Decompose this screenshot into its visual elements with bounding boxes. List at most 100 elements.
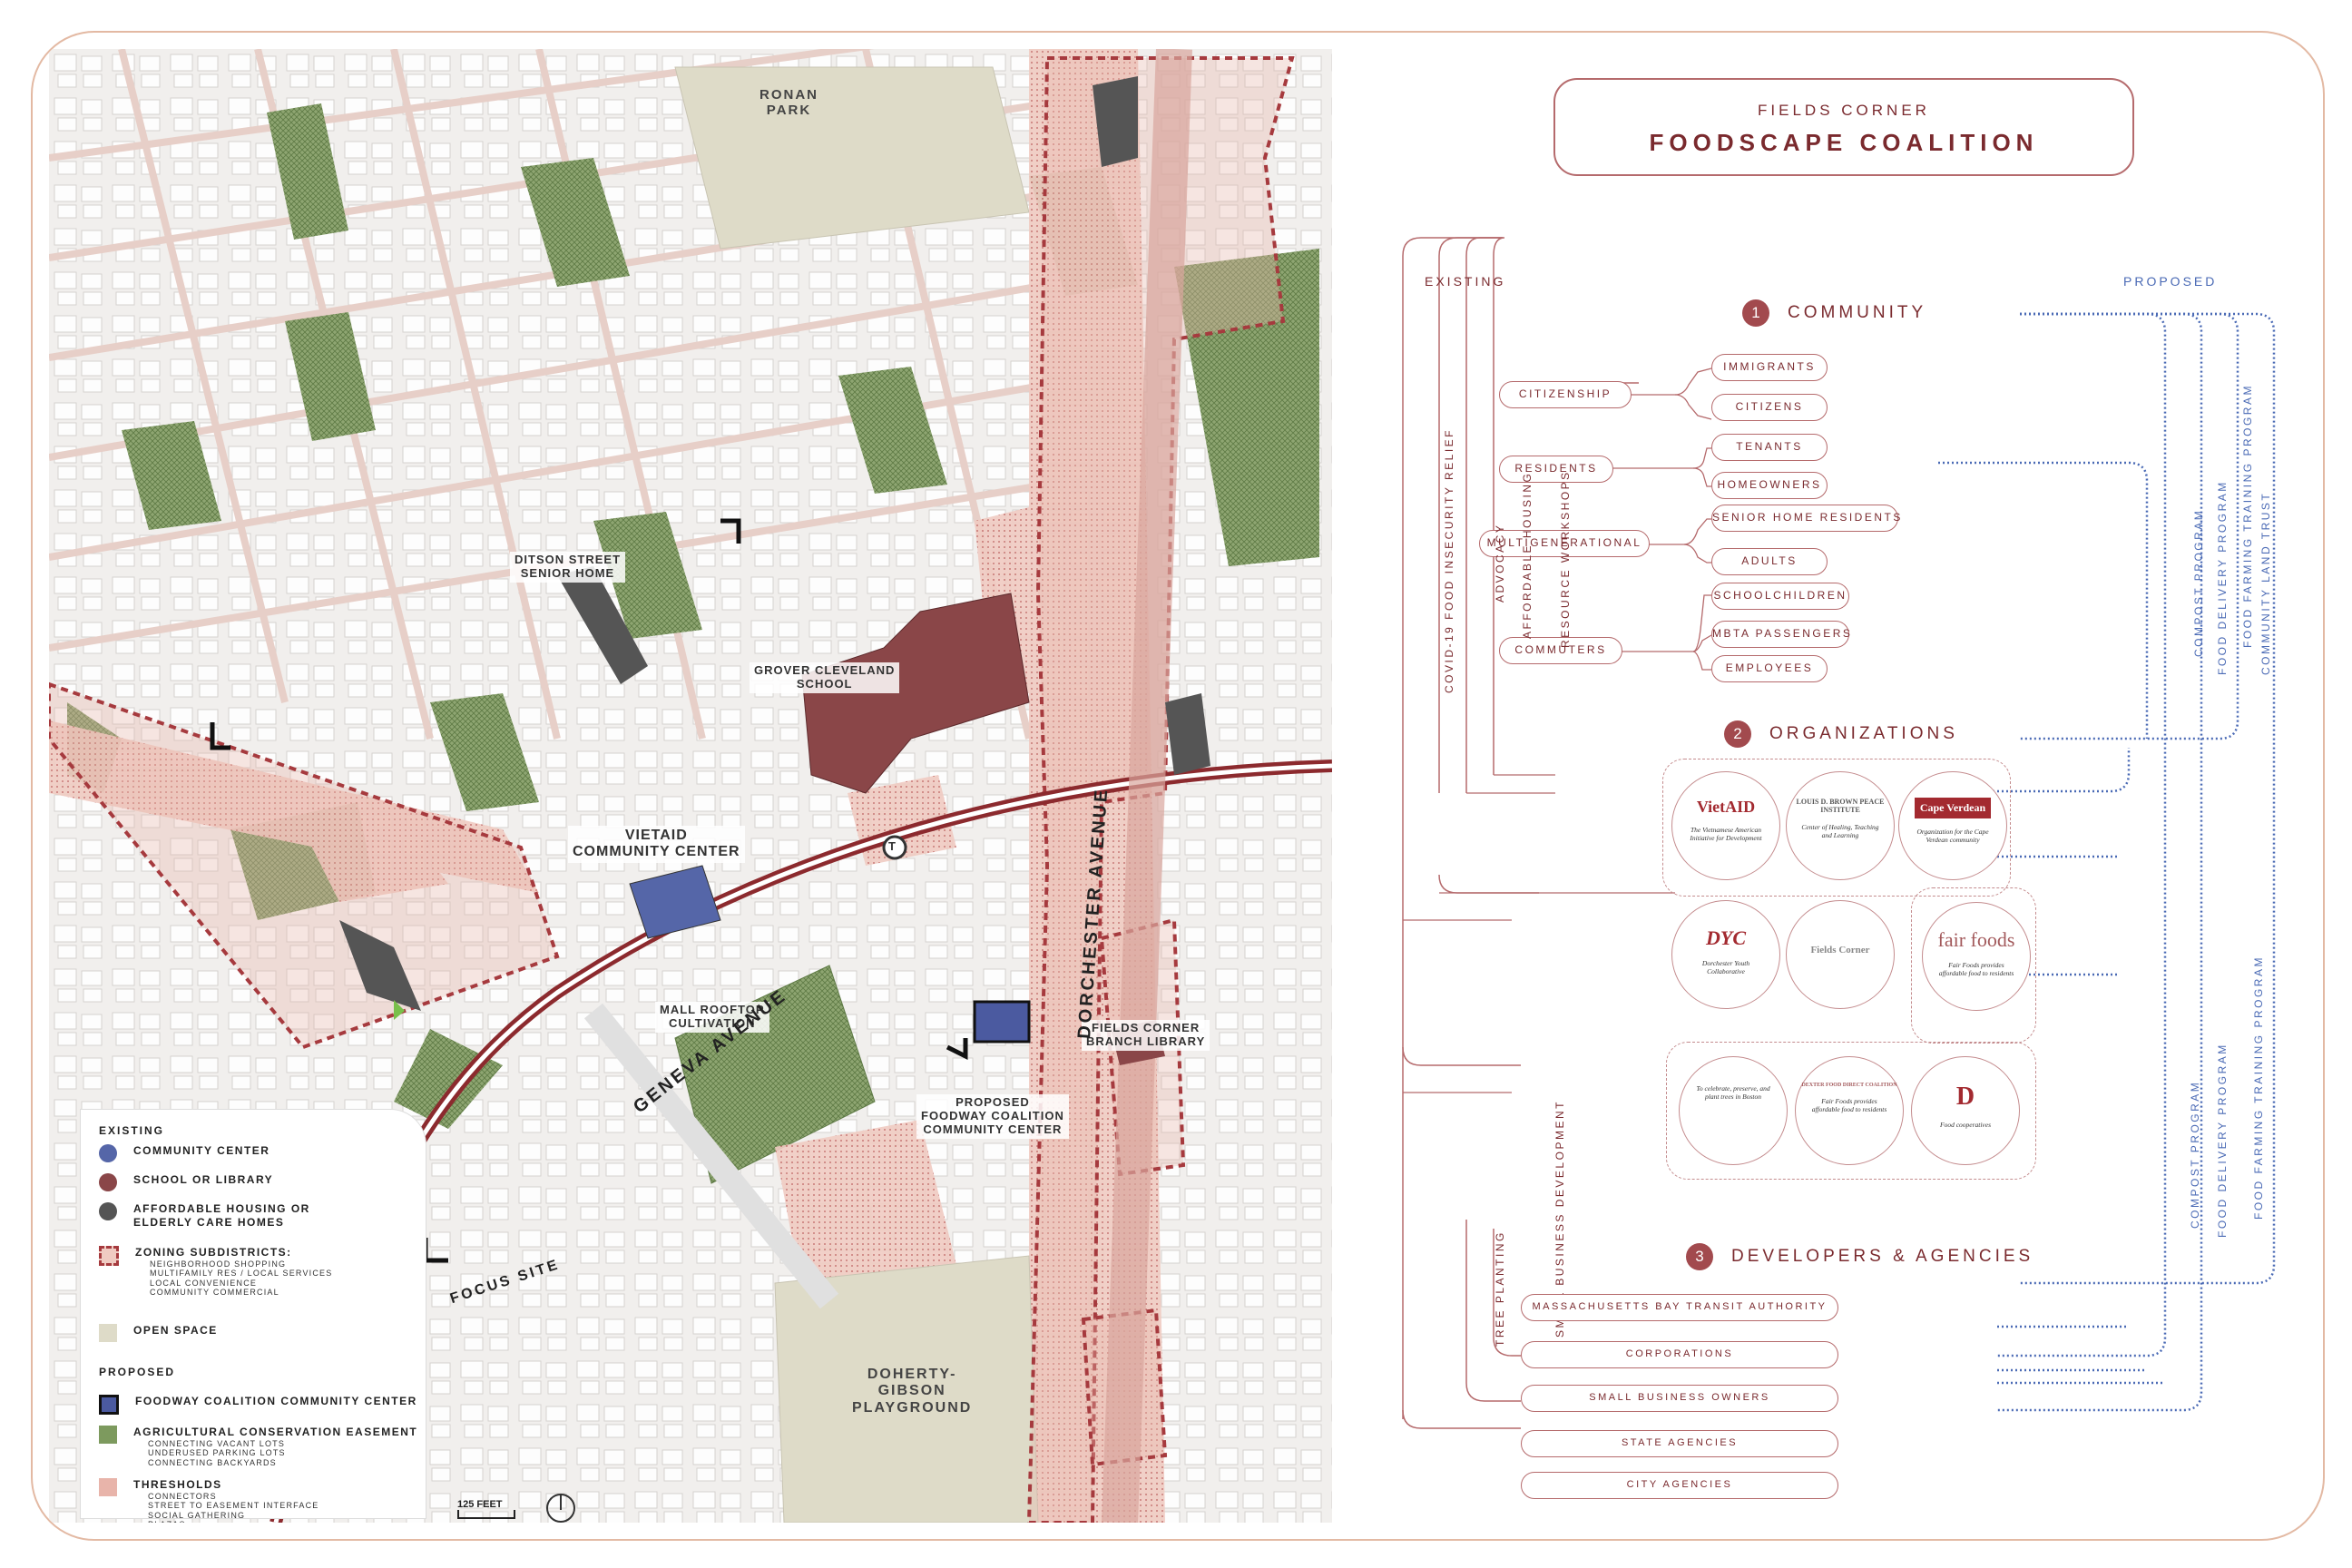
- org-group-1: [1662, 759, 2011, 897]
- open-space-swatch: [99, 1324, 117, 1342]
- community-tree: [1612, 368, 1712, 671]
- legend-affordable: AFFORDABLE HOUSING OR ELDERLY CARE HOMES: [99, 1202, 310, 1230]
- org-logo-dyc: DYC Dorchester Youth Collaborative: [1671, 900, 1780, 1009]
- senior-home-residents-pill: SENIOR HOME RESIDENTS: [1711, 505, 1900, 532]
- legend-foodway-text: FOODWAY COALITION COMMUNITY CENTER: [135, 1395, 417, 1407]
- org-logo-tree-org: To celebrate, preserve, and plant trees …: [1679, 1056, 1788, 1165]
- affordable-housing-building: [339, 920, 421, 1011]
- agency-corporations-pill: CORPORATIONS: [1521, 1341, 1838, 1368]
- school-library-swatch: [99, 1173, 117, 1191]
- ronan-park-label: RONAN PARK: [760, 87, 818, 119]
- legend-thresholds-text: THRESHOLDS: [133, 1478, 222, 1491]
- agency-city-pill: CITY AGENCIES: [1521, 1472, 1838, 1499]
- legend-zoning: ZONING SUBDISTRICTS: NEIGHBORHOOD SHOPPI…: [99, 1246, 332, 1297]
- schoolchildren-pill: SCHOOLCHILDREN: [1711, 583, 1849, 610]
- branch-library-label: FIELDS CORNER BRANCH LIBRARY: [1082, 1020, 1210, 1051]
- affordable-swatch: [99, 1202, 117, 1220]
- tenants-pill: TENANTS: [1711, 434, 1828, 461]
- program-covid-relief: COVID-19 FOOD INSECURITY RELIEF: [1443, 428, 1455, 693]
- org-logo-food-coop: D Food cooperatives: [1911, 1056, 2020, 1165]
- program-farming-training-lower: FOOD FARMING TRAINING PROGRAM: [2252, 956, 2265, 1220]
- title-box: FIELDS CORNER FOODSCAPE COALITION: [1553, 78, 2134, 176]
- thresholds-swatch: [99, 1478, 117, 1496]
- transit-station: [882, 835, 907, 860]
- title-sub: FIELDS CORNER: [1758, 102, 1930, 119]
- legend-school-library-text: SCHOOL OR LIBRARY: [133, 1173, 274, 1186]
- org-logo-vietaid: VietAID The Vietnamese American Initiati…: [1671, 771, 1780, 880]
- immigrants-pill: IMMIGRANTS: [1711, 354, 1828, 381]
- org-connectors: [1403, 774, 1675, 1093]
- coalition-diagram: FIELDS CORNER FOODSCAPE COALITION EXISTI…: [1348, 49, 2319, 1523]
- section-2-number: 2: [1724, 720, 1751, 748]
- agri-swatch: [99, 1426, 117, 1444]
- legend-thresholds-sub: CONNECTORS STREET TO EASEMENT INTERFACE …: [148, 1492, 319, 1523]
- proposed-column-label: PROPOSED: [2123, 274, 2218, 289]
- org-logo-cape-verdean: Cape Verdean Organization for the Cape V…: [1898, 771, 2007, 880]
- doherty-gibson-label: DOHERTY- GIBSON PLAYGROUND: [852, 1367, 973, 1416]
- multigenerational-pill: MULTIGENERATIONAL: [1479, 530, 1650, 557]
- org-name: VietAID: [1696, 798, 1756, 816]
- map-legend: EXISTING COMMUNITY CENTER SCHOOL OR LIBR…: [80, 1109, 426, 1523]
- legend-proposed-heading: PROPOSED: [99, 1366, 176, 1378]
- legend-existing-heading: EXISTING: [99, 1124, 165, 1137]
- section-organizations-label: ORGANIZATIONS: [1769, 724, 1958, 743]
- legend-school-library: SCHOOL OR LIBRARY: [99, 1173, 273, 1191]
- org-logo-dexter-food: DEXTER FOOD DIRECT COALITION Fair Foods …: [1795, 1056, 1904, 1165]
- legend-open-space: OPEN SPACE: [99, 1324, 218, 1342]
- grover-cleveland-school-building: [801, 593, 1030, 794]
- legend-agri-text: AGRICULTURAL CONSERVATION EASEMENT: [133, 1426, 418, 1438]
- citizenship-pill: CITIZENSHIP: [1499, 381, 1632, 408]
- org-group-2: [1911, 887, 2036, 1044]
- legend-zoning-text: ZONING SUBDISTRICTS:: [135, 1246, 292, 1259]
- org-name: DEXTER FOOD DIRECT COALITION: [1801, 1083, 1897, 1088]
- program-resource-workshops: RESOURCE WORKSHOPS: [1559, 470, 1572, 648]
- program-affordable-housing: AFFORDABLE HOUSING: [1521, 471, 1534, 639]
- legend-community-center-text: COMMUNITY CENTER: [133, 1144, 270, 1157]
- org-group-3: [1666, 1042, 2036, 1180]
- proposed-center-label: PROPOSED FOODWAY COALITION COMMUNITY CEN…: [916, 1094, 1069, 1139]
- dorchester-avenue-road: [1102, 49, 1192, 1523]
- org-name: Cape Verdean: [1914, 798, 1992, 818]
- proposed-connectors: [1938, 312, 2276, 1412]
- affordable-housing-building: [1165, 693, 1210, 775]
- org-logo-fields-corner: Fields Corner: [1786, 900, 1895, 1009]
- legend-zoning-sub: NEIGHBORHOOD SHOPPING MULTIFAMILY RES / …: [150, 1259, 333, 1298]
- poster-frame: RONAN PARK DITSON STREET SENIOR HOME GRO…: [31, 31, 2325, 1541]
- existing-column-label: EXISTING: [1425, 274, 1506, 289]
- org-name: Fields Corner: [1810, 945, 1870, 956]
- program-community-land-trust: COMMUNITY LAND TRUST: [2259, 491, 2272, 675]
- agency-mbta-pill: MASSACHUSETTS BAY TRANSIT AUTHORITY: [1521, 1294, 1838, 1321]
- program-farming-training-upper: FOOD FARMING TRAINING PROGRAM: [2241, 384, 2254, 648]
- affordable-housing-building: [1093, 76, 1138, 167]
- zoning-swatch: [99, 1246, 119, 1266]
- section-1-number: 1: [1742, 299, 1769, 327]
- legend-thresholds: THRESHOLDS CONNECTORS STREET TO EASEMENT…: [99, 1478, 318, 1523]
- community-center-swatch: [99, 1144, 117, 1162]
- org-caption: Dorchester Youth Collaborative: [1701, 959, 1750, 975]
- mbta-passengers-pill: MBTA PASSENGERS: [1711, 621, 1850, 648]
- proposed-foodway-center-building: [973, 1000, 1031, 1044]
- program-advocacy: ADVOCACY: [1494, 523, 1506, 603]
- program-compost-upper: COMPOST PROGRAM: [2192, 508, 2205, 657]
- grover-cleveland-school-label: GROVER CLEVELAND SCHOOL: [750, 662, 900, 693]
- vietaid-community-center-label: VIETAID COMMUNITY CENTER: [568, 826, 745, 863]
- transit-station-label: T: [888, 839, 896, 853]
- doherty-gibson-playground: [774, 1255, 1039, 1523]
- legend-foodway: FOODWAY COALITION COMMUNITY CENTER: [99, 1395, 417, 1415]
- existing-connectors: [1402, 237, 1639, 1429]
- section-community-label: COMMUNITY: [1788, 303, 1927, 322]
- commuters-pill: COMMUTERS: [1499, 637, 1622, 664]
- agency-small-business-pill: SMALL BUSINESS OWNERS: [1521, 1385, 1838, 1412]
- org-name: DYC: [1706, 926, 1746, 949]
- ditson-senior-home-label: DITSON STREET SENIOR HOME: [510, 552, 626, 583]
- org-name: LOUIS D. BROWN PEACE INSTITUTE: [1796, 798, 1885, 814]
- section-agencies-label: DEVELOPERS & AGENCIES: [1731, 1247, 2034, 1266]
- vietaid-community-center-building: [629, 865, 721, 939]
- legend-agri: AGRICULTURAL CONSERVATION EASEMENT CONNE…: [99, 1426, 417, 1467]
- program-delivery-upper: FOOD DELIVERY PROGRAM: [2216, 480, 2229, 675]
- program-tree-planting: TREE PLANTING: [1494, 1230, 1506, 1347]
- legend-affordable-text: AFFORDABLE HOUSING OR ELDERLY CARE HOMES: [133, 1202, 310, 1229]
- org-logo-peace-institute: LOUIS D. BROWN PEACE INSTITUTE Center of…: [1786, 771, 1895, 880]
- legend-agri-sub: CONNECTING VACANT LOTS UNDERUSED PARKING…: [148, 1439, 286, 1467]
- section-3-number: 3: [1686, 1243, 1713, 1270]
